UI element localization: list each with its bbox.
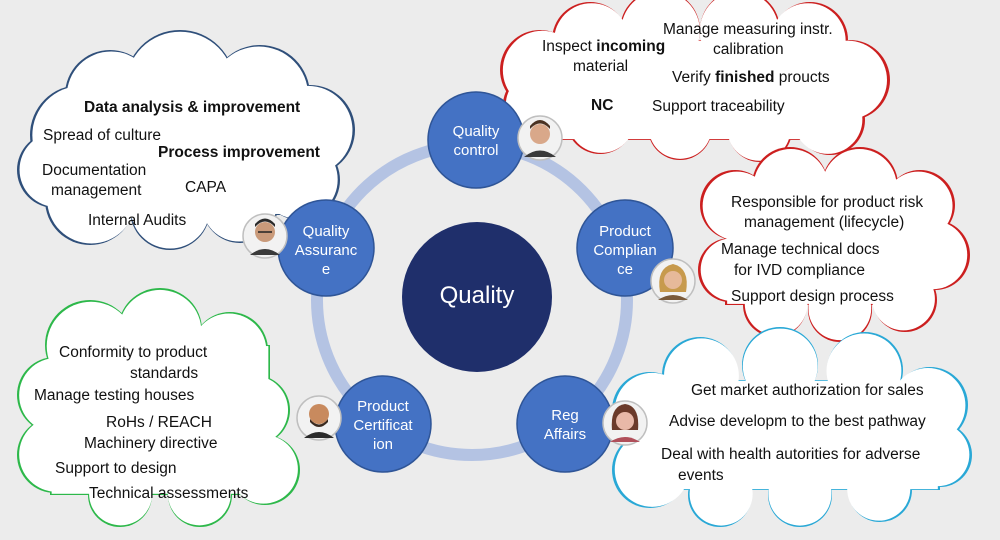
pcert-support-design: Support to design (55, 460, 177, 477)
qa-internal-audits: Internal Audits (88, 212, 187, 229)
qc-material: material (573, 58, 629, 75)
pcert-rohs-reach: RoHs / REACH (106, 414, 212, 431)
qc-finished-text: finished (715, 69, 775, 86)
pc-support-design: Support design process (731, 288, 894, 305)
qc-verify-finished: Verify finished proucts (672, 68, 830, 87)
qc-incoming-text: incoming (596, 38, 666, 55)
pcert-conformity-line2: standards (130, 365, 199, 382)
pcert-technical: Technical assessments (89, 485, 249, 502)
qc-manage-measuring: Manage measuring instr. (663, 21, 833, 38)
woman-blonde-avatar (650, 258, 696, 304)
man-glasses-avatar (242, 213, 288, 259)
pc-docs-line1: Manage technical docs (721, 241, 880, 258)
qc-prouct-text: prouct (774, 69, 822, 86)
pc-docs-line2: for IVD compliance (734, 262, 865, 279)
reg-affairs-label: Reg Affairs (543, 407, 587, 443)
woman-avatar (602, 400, 648, 446)
pc-risk-line2: management (lifecycle) (744, 214, 905, 231)
node-product-compliance[interactable] (576, 199, 674, 297)
qc-inspect-incoming: Inspect incoming (542, 37, 665, 56)
ra-deal-line1: Deal with health autorities for adverse (661, 446, 921, 463)
man-short-hair-avatar (517, 115, 563, 161)
quality-assurance-label: Quality Assuranc e (294, 223, 358, 278)
qc-nc: NC (591, 97, 614, 114)
pc-risk-line1: Responsible for product risk (731, 194, 924, 211)
qa-capa: CAPA (185, 179, 227, 196)
ra-deal-line2: events (678, 467, 724, 484)
pcert-conformity-line1: Conformity to product (59, 344, 208, 361)
qc-prouct-s: s (821, 69, 830, 86)
qc-verify-text: Verify (672, 69, 716, 86)
quality-control-label: Quality control (452, 123, 500, 159)
qc-calibration: calibration (713, 41, 784, 58)
qc-support-traceability: Support traceability (652, 98, 785, 115)
pcert-machinery: Machinery directive (84, 435, 218, 452)
product-certification-label: Product Certificat ion (353, 398, 413, 453)
ra-advise-development: Advise developm to the best pathway (669, 413, 926, 430)
center-title: Quality (439, 282, 515, 309)
center-circle (402, 222, 552, 372)
product-compliance-label: Product Complian ce (593, 223, 657, 278)
qc-inspect-text: Inspect (542, 38, 597, 55)
qa-data-analysis: Data analysis & improvement (84, 99, 301, 116)
pcert-testing-houses: Manage testing houses (34, 387, 195, 404)
man-beard-avatar (296, 395, 342, 441)
qa-spread-culture: Spread of culture (43, 127, 162, 144)
qa-documentation-line1: Documentation (42, 162, 147, 179)
ra-market-authorization: Get market authorization for sales (691, 382, 924, 399)
qa-process-improvement: Process improvement (158, 144, 320, 161)
qa-documentation-line2: management (51, 182, 142, 199)
